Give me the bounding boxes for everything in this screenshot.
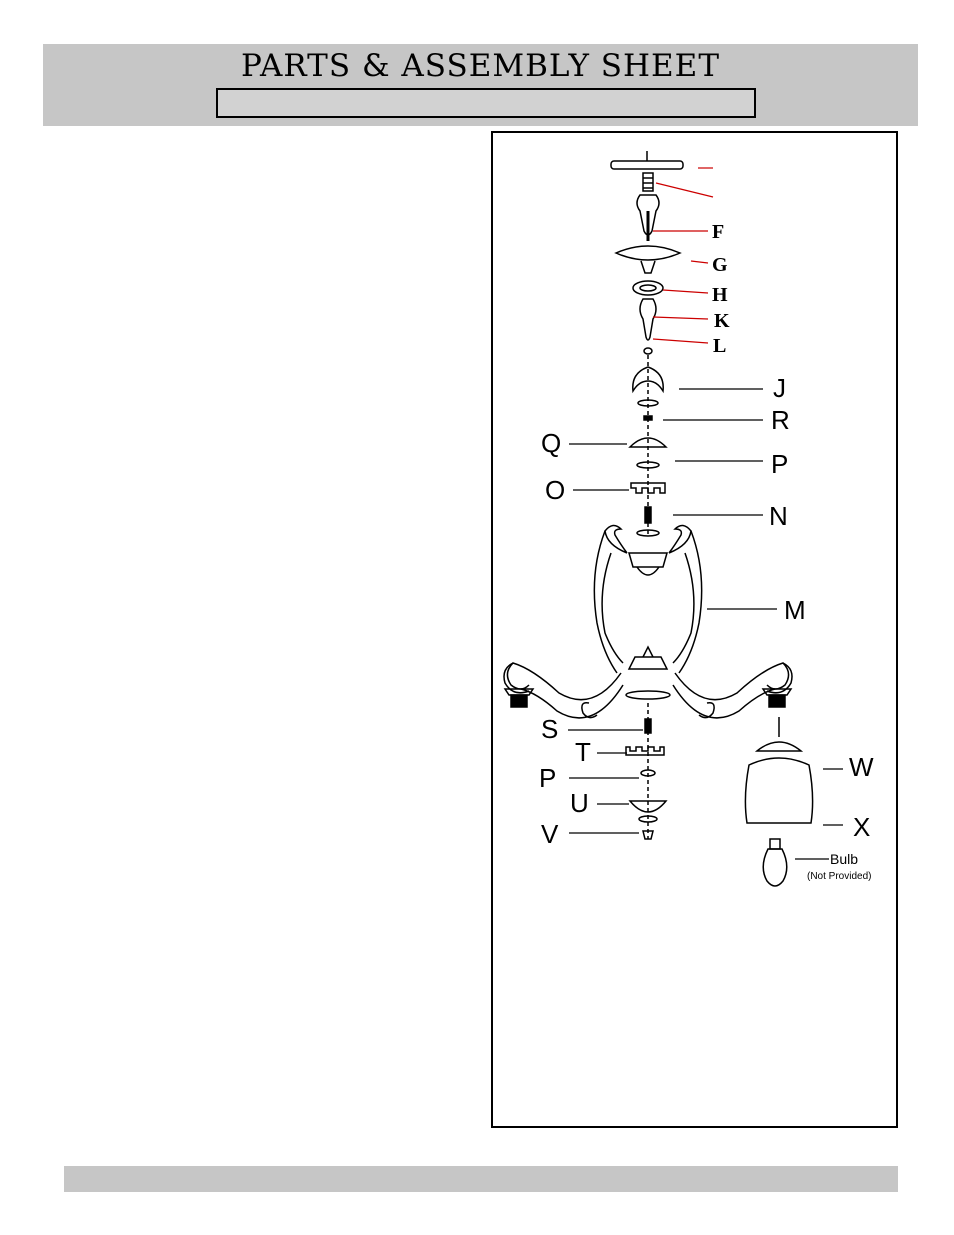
label-j: J xyxy=(773,373,786,403)
footer-band xyxy=(64,1166,898,1192)
finial-part-v xyxy=(642,830,654,840)
cup-part-q xyxy=(628,437,668,448)
fixture-body-part-m xyxy=(503,524,793,719)
red-leader-lines xyxy=(652,167,714,344)
glass-shade-part-x xyxy=(744,757,814,824)
label-n: N xyxy=(769,501,788,531)
socket-left xyxy=(503,688,535,708)
assembly-diagram-frame: F G H K L J R Q P O N M S T P U V W X Bu… xyxy=(491,131,898,1128)
loop-part-j xyxy=(632,366,664,394)
nipple-part-s xyxy=(644,718,652,734)
chain-link-part-kl xyxy=(639,298,657,341)
label-o: O xyxy=(545,475,565,505)
label-t: T xyxy=(575,737,591,767)
label-g: G xyxy=(712,254,728,276)
header-band: PARTS & ASSEMBLY SHEET xyxy=(43,44,918,126)
ring-part-o xyxy=(630,482,666,494)
label-h: H xyxy=(712,284,728,306)
label-r: R xyxy=(771,405,790,435)
label-x: X xyxy=(853,812,870,842)
bulb-note: (Not Provided) xyxy=(807,871,871,882)
label-w: W xyxy=(849,752,874,782)
nipple-part xyxy=(642,172,654,192)
assembly-diagram: F G H K L J R Q P O N M S T P U V W X Bu… xyxy=(503,151,874,887)
page-title: PARTS & ASSEMBLY SHEET xyxy=(240,48,720,84)
label-l: L xyxy=(713,335,726,357)
shade-holder-part-w xyxy=(754,741,804,752)
label-f: F xyxy=(712,221,724,243)
bulb-label: Bulb xyxy=(830,851,858,867)
label-p-upper: P xyxy=(771,449,788,479)
crossbar-part xyxy=(610,160,684,170)
collar-part-h xyxy=(632,280,664,296)
label-k: K xyxy=(714,310,730,332)
label-m: M xyxy=(784,595,806,625)
model-number-box xyxy=(216,88,756,118)
label-s: S xyxy=(541,714,558,744)
bottom-cup-part-u xyxy=(628,800,668,813)
black-leader-lines xyxy=(568,388,843,860)
bulb-illustration xyxy=(762,838,788,887)
label-v: V xyxy=(541,819,559,849)
ring-part-t xyxy=(625,746,665,756)
canopy-part-g xyxy=(614,245,682,261)
label-p-lower: P xyxy=(539,763,556,793)
nipple-part-n xyxy=(644,506,652,524)
label-q: Q xyxy=(541,428,561,458)
label-u: U xyxy=(570,788,589,818)
socket-right xyxy=(761,688,793,708)
